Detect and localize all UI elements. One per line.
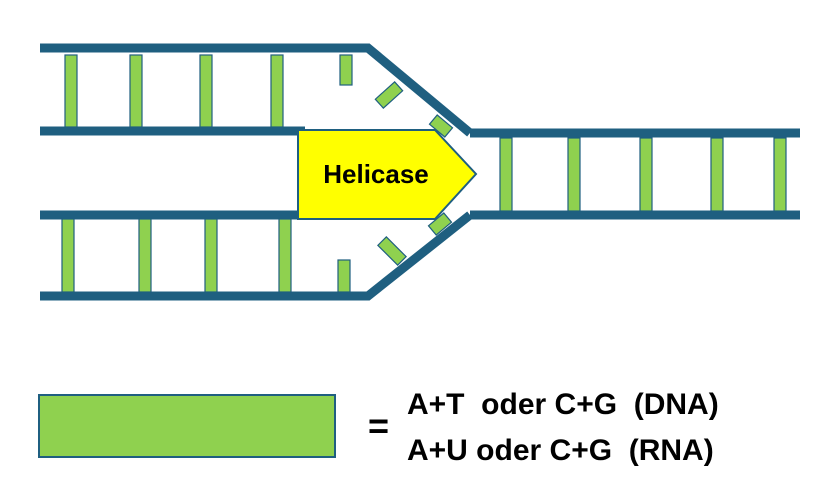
base-pair <box>639 137 653 212</box>
base-pair <box>64 54 78 128</box>
base-pair <box>61 218 75 293</box>
base-pair <box>710 137 724 212</box>
base-pair <box>138 218 152 293</box>
legend-dna-pairs: A+T oder C+G (DNA) <box>407 388 719 421</box>
half-base <box>427 212 453 236</box>
helicase-enzyme <box>297 129 478 220</box>
base-pair <box>499 137 513 212</box>
half-base <box>377 236 407 266</box>
bottom-outer-strand <box>40 211 473 301</box>
half-base <box>374 80 404 110</box>
base-pair <box>773 137 787 212</box>
helicase-label: Helicase <box>323 159 429 189</box>
base-pair <box>199 54 213 128</box>
base-pair <box>278 218 292 293</box>
half-base <box>337 259 351 293</box>
top-outer-strand <box>40 43 473 137</box>
legend-equals-sign: = <box>368 405 389 446</box>
half-base <box>428 114 454 138</box>
base-pair <box>204 218 218 293</box>
base-pair <box>567 137 581 212</box>
legend-base-pair-swatch <box>38 394 336 458</box>
legend-rna-pairs: A+U oder C+G (RNA) <box>407 434 714 467</box>
base-pair <box>129 54 143 128</box>
half-base <box>339 54 353 86</box>
base-pair <box>270 54 284 128</box>
